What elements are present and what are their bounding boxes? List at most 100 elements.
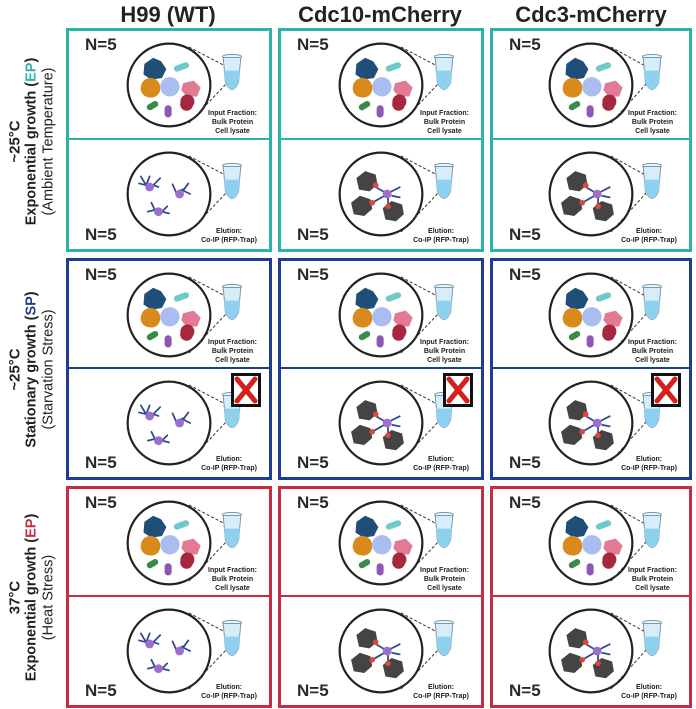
replicate-count: N=5 — [297, 453, 329, 472]
replicate-count: N=5 — [509, 265, 541, 284]
protein-mixture-icon — [548, 42, 634, 128]
input-fraction-illustration — [338, 42, 454, 128]
microcentrifuge-tube-icon — [222, 512, 242, 549]
column-header-cdc10: Cdc10-mCherry — [298, 2, 462, 27]
microcentrifuge-tube-icon — [222, 163, 242, 200]
replicate-count: N=5 — [509, 35, 541, 54]
red-x-icon — [651, 373, 681, 407]
microcentrifuge-tube-icon — [434, 163, 454, 200]
elution-caption: Elution:Co-IP (RFP-Trap) — [621, 456, 677, 472]
microcentrifuge-tube-icon — [222, 620, 242, 657]
protein-mixture-icon — [548, 500, 634, 586]
elution-caption: Elution:Co-IP (RFP-Trap) — [413, 456, 469, 472]
input-fraction-illustration — [338, 500, 454, 586]
elution-illustration — [338, 608, 454, 694]
elution-cell: N=5 Elution:Co-IP (RFP-Trap) — [281, 367, 481, 477]
elution-caption: Elution:Co-IP (RFP-Trap) — [413, 228, 469, 244]
input-fraction-illustration — [548, 272, 662, 358]
elution-caption: Elution:Co-IP (RFP-Trap) — [621, 228, 677, 244]
replicate-count: N=5 — [297, 681, 329, 700]
elution-illustration — [338, 380, 454, 466]
red-x-icon — [231, 373, 261, 407]
replicate-count: N=5 — [509, 493, 541, 512]
elution-caption: Elution:Co-IP (RFP-Trap) — [201, 456, 257, 472]
replicate-count: N=5 — [509, 681, 541, 700]
elution-illustration — [548, 380, 662, 466]
microcentrifuge-tube-icon — [434, 54, 454, 91]
row-header-ep-ambient: ~25°C Exponential growth (EP) (Ambient T… — [6, 57, 57, 225]
microcentrifuge-tube-icon — [434, 512, 454, 549]
elution-illustration — [548, 608, 662, 694]
input-fraction-illustration — [126, 272, 242, 358]
elution-illustration — [548, 151, 662, 237]
elution-cell: N=5 Elution:Co-IP (RFP-Trap) — [493, 367, 689, 477]
replicate-count: N=5 — [297, 35, 329, 54]
elution-caption: Elution:Co-IP (RFP-Trap) — [201, 228, 257, 244]
replicate-count: N=5 — [509, 453, 541, 472]
input-fraction-illustration — [548, 42, 662, 128]
microcentrifuge-tube-icon — [434, 620, 454, 657]
column-header-cdc3: Cdc3-mCherry — [515, 2, 667, 27]
replicate-count: N=5 — [85, 35, 117, 54]
elution-illustration — [338, 151, 454, 237]
elution-cell: N=5 Elution:Co-IP (RFP-Trap) — [69, 595, 269, 705]
elution-cell: N=5 Elution:Co-IP (RFP-Trap) — [493, 138, 689, 249]
tagged-complex-icon — [548, 608, 634, 694]
tagged-complex-icon — [548, 151, 634, 237]
elution-illustration — [126, 151, 242, 237]
column-header-h99: H99 (WT) — [120, 2, 216, 27]
elution-cell: N=5 Elution:Co-IP (RFP-Trap) — [281, 595, 481, 705]
replicate-count: N=5 — [85, 493, 117, 512]
replicate-count: N=5 — [85, 265, 117, 284]
input-fraction-illustration — [338, 272, 454, 358]
input-fraction-illustration — [126, 42, 242, 128]
elution-caption: Elution:Co-IP (RFP-Trap) — [201, 684, 257, 700]
elution-cell: N=5 Elution:Co-IP (RFP-Trap) — [69, 138, 269, 249]
replicate-count: N=5 — [85, 453, 117, 472]
replicate-count: N=5 — [297, 265, 329, 284]
elution-caption: Elution:Co-IP (RFP-Trap) — [621, 684, 677, 700]
replicate-count: N=5 — [509, 225, 541, 244]
elution-cell: N=5 Elution:Co-IP (RFP-Trap) — [69, 367, 269, 477]
replicate-count: N=5 — [85, 225, 117, 244]
elution-cell: N=5 Elution:Co-IP (RFP-Trap) — [281, 138, 481, 249]
microcentrifuge-tube-icon — [434, 284, 454, 321]
replicate-count: N=5 — [297, 493, 329, 512]
row-header-sp-starvation: ~25°C Stationary growth (SP) (Starvation… — [6, 290, 57, 448]
elution-illustration — [126, 608, 242, 694]
microcentrifuge-tube-icon — [222, 284, 242, 321]
elution-caption: Elution:Co-IP (RFP-Trap) — [413, 684, 469, 700]
replicate-count: N=5 — [297, 225, 329, 244]
red-x-icon — [443, 373, 473, 407]
tagged-complex-icon — [548, 380, 634, 466]
input-fraction-illustration — [126, 500, 242, 586]
row-header-ep-heat: 37°C Exponential growth (EP) (Heat Stres… — [6, 513, 57, 681]
